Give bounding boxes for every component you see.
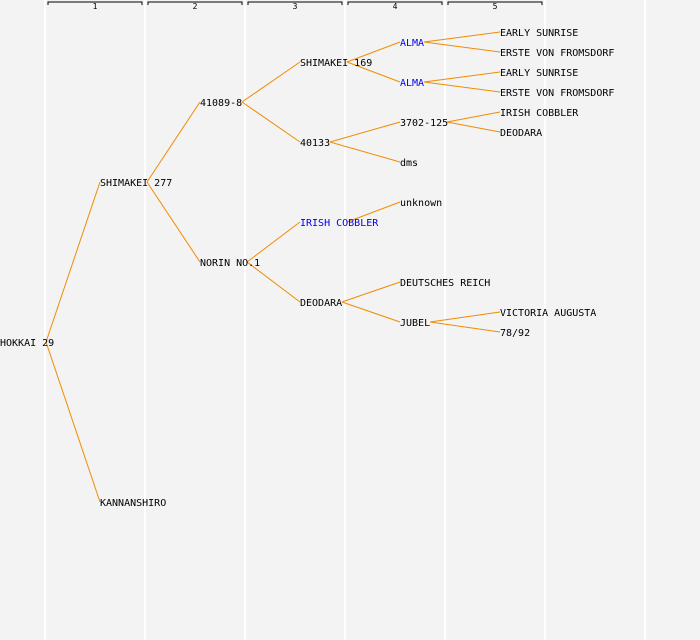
variety-label: EARLY SUNRISE [500, 28, 578, 39]
tree-edge [429, 321, 501, 333]
variety-label: 3702-125 [400, 118, 448, 129]
tree-edges [45, 31, 501, 503]
tree-edge [429, 311, 501, 323]
generation-bracket [47, 1, 143, 5]
generation-header: 3 [293, 2, 298, 11]
tree-edge [423, 71, 501, 83]
tree-edge [423, 41, 501, 53]
generation-header: 1 [93, 2, 98, 11]
tree-edge [246, 261, 301, 303]
tree-edge [146, 181, 201, 263]
variety-label: DEODARA [500, 128, 542, 139]
tree-edge [346, 41, 401, 63]
tree-edge [241, 101, 301, 143]
variety-label: JUBEL [400, 318, 430, 329]
variety-label: HOKKAI 29 [0, 338, 54, 349]
variety-label: IRISH COBBLER [500, 108, 579, 119]
generation-bracket [347, 1, 443, 5]
generation-bracket [447, 1, 543, 5]
variety-label: 78/92 [500, 328, 530, 339]
tree-edge [346, 201, 401, 223]
variety-label: KANNANSHIRO [100, 498, 166, 509]
tree-edge [446, 121, 501, 133]
variety-link[interactable]: ALMA [400, 78, 424, 89]
tree-edge [446, 111, 501, 123]
variety-label: DEODARA [300, 298, 342, 309]
variety-label: SHIMAKEI 277 [100, 178, 172, 189]
variety-label: DEUTSCHES REICH [400, 278, 490, 289]
tree-edge [423, 81, 501, 93]
variety-label: NORIN NO.1 [200, 258, 260, 269]
generation-bracket [147, 1, 243, 5]
variety-label: SHIMAKEI 169 [300, 58, 372, 69]
tree-edge [241, 61, 301, 103]
variety-label: VICTORIA AUGUSTA [500, 308, 596, 319]
tree-edge [346, 61, 401, 83]
tree-edge [45, 181, 101, 343]
variety-link[interactable]: IRISH COBBLER [300, 218, 379, 229]
tree-edge [329, 121, 401, 143]
tree-edge [246, 221, 301, 263]
variety-label: ERSTE VON FROMSDORF [500, 48, 614, 59]
variety-label: 40133 [300, 138, 330, 149]
variety-link[interactable]: ALMA [400, 38, 424, 49]
variety-label: ERSTE VON FROMSDORF [500, 88, 614, 99]
generation-headers: 1 2 3 4 5 [47, 1, 543, 11]
tree-edge [146, 101, 201, 183]
variety-label: EARLY SUNRISE [500, 68, 578, 79]
generation-bracket [247, 1, 343, 5]
tree-edge [45, 341, 101, 503]
tree-edge [329, 141, 401, 163]
tree-edge [341, 301, 401, 323]
tree-edge [341, 281, 401, 303]
tree-edge [423, 31, 501, 43]
variety-label: dms [400, 158, 418, 169]
generation-header: 4 [393, 2, 398, 11]
generation-header: 5 [493, 2, 498, 11]
generation-header: 2 [193, 2, 198, 11]
variety-label: unknown [400, 198, 442, 209]
variety-label: 41089-8 [200, 98, 242, 109]
